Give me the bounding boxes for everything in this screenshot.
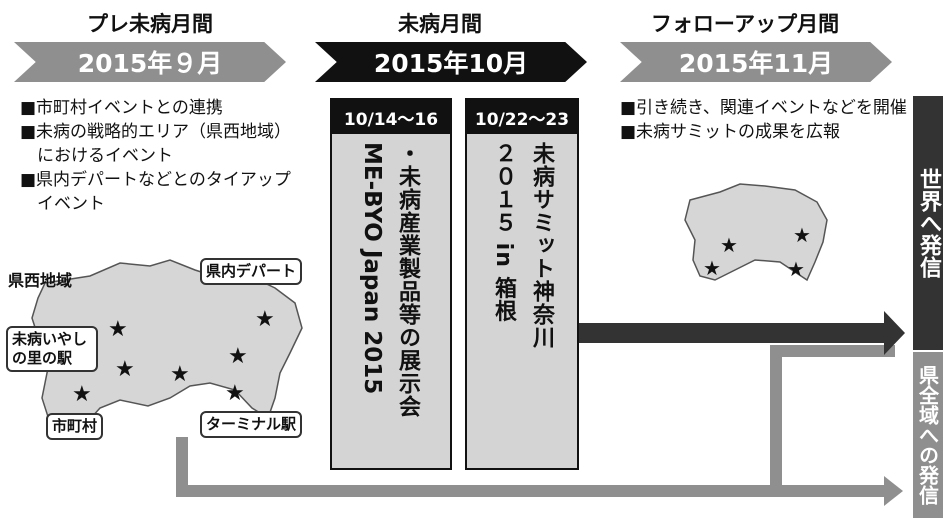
star-icon: ★ <box>170 362 190 387</box>
event-summit-line2: ２０１５ in 箱根 <box>491 142 516 323</box>
side-bar-world: 世界へ発信 <box>913 96 943 350</box>
map-label-terminal: ターミナル駅 <box>200 411 303 438</box>
gray-to-side <box>770 345 895 357</box>
map-label-station-rest: 未病いやしの里の駅 <box>6 326 98 372</box>
follow-bullet: ■未病サミットの成果を広報 <box>620 122 841 142</box>
map-label-region: 県西地域 <box>8 271 73 290</box>
pre-bullet: ■県内デパートなどとのタイアップイベント <box>20 170 291 214</box>
event-dates-summit: 10/22〜23 <box>467 100 577 134</box>
star-icon: ★ <box>787 257 805 281</box>
star-icon: ★ <box>703 256 721 280</box>
map-shape <box>31 259 303 437</box>
phase-date-pre: 2015年９月 <box>14 42 286 82</box>
map-stars-right: ★ ★ ★ ★ <box>703 223 811 281</box>
star-icon: ★ <box>72 382 92 407</box>
star-icon: ★ <box>225 381 245 406</box>
event-box-expo: 10/14〜16 ・未病産業製品等の展示会 ME-BYO Japan 2015 <box>330 98 452 470</box>
star-icon: ★ <box>720 233 738 257</box>
kanagawa-map-right: ★ ★ ★ ★ <box>684 183 828 282</box>
star-icon: ★ <box>255 307 275 332</box>
phase-title-pre: プレ未病月間 <box>87 12 213 36</box>
side-bar-prefecture: 県全域への発信 <box>913 352 943 518</box>
star-icon: ★ <box>793 223 811 247</box>
map-stars: ★ ★ ★ ★ ★ ★ ★ <box>72 307 275 407</box>
follow-bullet-list: ■引き続き、関連イベントなどを開催 ■未病サミットの成果を広報 <box>620 96 910 144</box>
phase-title-main: 未病月間 <box>398 12 482 36</box>
phase-title-follow: フォローアップ月間 <box>650 12 840 36</box>
star-icon: ★ <box>108 317 128 342</box>
kanagawa-map-left: ★ ★ ★ ★ ★ ★ ★ <box>31 259 303 437</box>
event-summit-line1: 未病サミット神奈川 <box>529 142 554 349</box>
dark-arrowhead <box>884 311 905 355</box>
map-label-department: 県内デパート <box>200 258 303 285</box>
gray-vertical-left <box>176 437 188 497</box>
star-icon: ★ <box>115 357 135 382</box>
pre-bullet: ■未病の戦略的エリア（県西地域）におけるイベント <box>20 122 292 166</box>
event-expo-line2: ME-BYO Japan 2015 <box>359 142 385 395</box>
map-shape <box>684 183 828 282</box>
event-box-summit: 10/22〜23 未病サミット神奈川 ２０１５ in 箱根 <box>465 98 579 470</box>
gray-vertical-right <box>770 345 782 490</box>
map-label-municipality: 市町村 <box>46 413 104 440</box>
follow-bullet: ■引き続き、関連イベントなどを開催 <box>620 98 907 118</box>
dark-horizontal <box>578 323 888 343</box>
phase-date-main: 2015年10月 <box>315 42 587 82</box>
phase-date-follow: 2015年11月 <box>620 42 892 82</box>
gray-horizontal <box>176 485 886 497</box>
pre-bullet-list: ■市町村イベントとの連携 ■未病の戦略的エリア（県西地域）におけるイベント ■県… <box>20 96 295 216</box>
event-dates-expo: 10/14〜16 <box>332 100 450 134</box>
star-icon: ★ <box>228 344 248 369</box>
event-expo-line1: ・未病産業製品等の展示会 <box>395 142 420 418</box>
pre-bullet: ■市町村イベントとの連携 <box>20 98 223 118</box>
gray-arrowhead <box>884 476 903 506</box>
